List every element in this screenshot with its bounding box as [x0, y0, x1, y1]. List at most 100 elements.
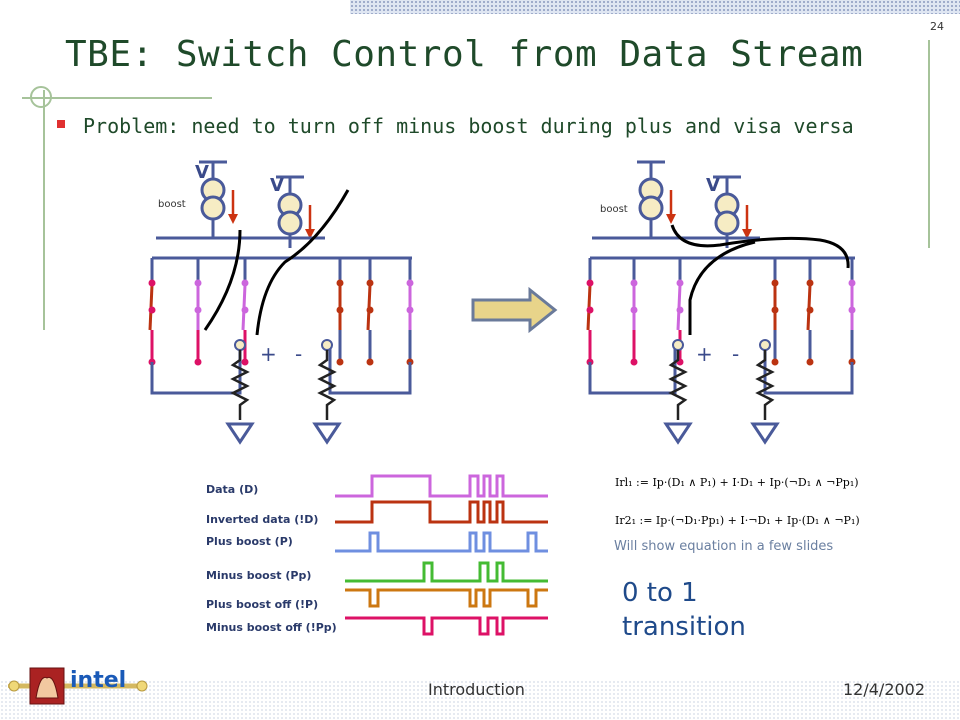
switch-node [366, 306, 374, 314]
switch-node [148, 279, 156, 287]
switch-node [336, 279, 344, 287]
switch-node [630, 279, 638, 287]
switch-node [366, 279, 374, 287]
waveforms [335, 474, 548, 636]
ground-icon [225, 422, 255, 445]
current-path [688, 240, 756, 335]
waveform-1 [335, 500, 548, 524]
switch-node [406, 279, 414, 287]
switch-node [771, 358, 779, 366]
decor-horizontal-line [22, 97, 212, 99]
circuit-right [586, 160, 856, 445]
current-arrow-head [228, 214, 238, 224]
signal-label-plus-boost: Plus boost (P) [206, 535, 293, 548]
plus-label-right: + [696, 342, 713, 366]
loop-wire-left [588, 345, 677, 395]
switch-node [806, 306, 814, 314]
switch-node [848, 306, 856, 314]
resistor-zigzag [230, 350, 250, 420]
signal-label-plus-boost-off: Plus boost off (!P) [206, 598, 319, 611]
current-arrow-head [742, 229, 752, 239]
resistor-node [234, 339, 246, 351]
switch-node [771, 279, 779, 287]
signal-label-minus-boost-off: Minus boost off (!Pp) [206, 621, 337, 634]
minus-label-left: - [295, 342, 303, 366]
switch-node [586, 279, 594, 287]
switch-node [406, 306, 414, 314]
current-path [255, 189, 350, 336]
switch-node [676, 306, 684, 314]
v-label-left-1: V [195, 162, 209, 183]
decor-circle [30, 86, 52, 108]
boost-label-left: boost [158, 199, 186, 210]
right-arrow-icon [471, 286, 558, 334]
waveform-5 [345, 616, 548, 636]
intel-logo: intel [8, 664, 148, 712]
plus-label-left: + [260, 342, 277, 366]
transition-text: 0 to 1 transition [622, 578, 746, 642]
ground-icon [750, 422, 780, 445]
resistor-node [672, 339, 684, 351]
header-pattern [350, 0, 960, 14]
switch-node [806, 358, 814, 366]
current-source-circle [277, 210, 303, 236]
signal-label-inverted-data: Inverted data (!D) [206, 513, 319, 526]
waveform-0 [335, 474, 548, 498]
boost-label-right: boost [600, 204, 628, 215]
switch-node [194, 306, 202, 314]
current-path [670, 224, 850, 269]
circuit-left [148, 160, 414, 445]
current-source-circle [200, 195, 226, 221]
bullet-marker [57, 120, 65, 128]
switch-node [586, 306, 594, 314]
bullet-text: Problem: need to turn off minus boost du… [83, 114, 854, 138]
v-label-right: V [706, 175, 720, 196]
resistor-node [321, 339, 333, 351]
signal-label-data: Data (D) [206, 483, 259, 496]
waveform-3 [345, 561, 548, 583]
switch-node [194, 358, 202, 366]
current-source-circle [714, 210, 740, 236]
decor-right-line [928, 40, 930, 248]
switch-node [241, 358, 249, 366]
resistor-zigzag [755, 350, 775, 420]
switch-node [771, 306, 779, 314]
equation-1: Irl₁ := Ip·(D₁ ∧ P₁) + I·D₁ + Ip·(¬D₁ ∧ … [615, 476, 859, 489]
page-number: 24 [930, 20, 944, 33]
switch-node [676, 279, 684, 287]
switch-node [630, 358, 638, 366]
switch-node [241, 306, 249, 314]
resistor-zigzag [317, 350, 337, 420]
current-path [203, 229, 242, 331]
switch-node [241, 279, 249, 287]
slide-title: TBE: Switch Control from Data Stream [65, 34, 864, 75]
equation-2: Ir2₁ := Ip·(¬D₁·Pp₁) + I·¬D₁ + Ip·(D₁ ∧ … [615, 514, 860, 527]
switch-node [806, 279, 814, 287]
intel-logo-text: intel [70, 668, 127, 693]
signal-label-minus-boost: Minus boost (Pp) [206, 569, 312, 582]
footer-date: 12/4/2002 [843, 680, 926, 699]
decor-vertical-line [43, 90, 45, 330]
footer-pattern [0, 680, 960, 720]
footer-section: Introduction [428, 680, 525, 699]
current-arrow-head [305, 229, 315, 239]
switch-node [148, 306, 156, 314]
ground-icon [312, 422, 342, 445]
switch-node [848, 279, 856, 287]
switch-node [366, 358, 374, 366]
loop-wire-left [150, 345, 242, 395]
switch-node [630, 306, 638, 314]
ground-icon [663, 422, 693, 445]
current-source-circle [638, 195, 664, 221]
waveform-4 [345, 588, 548, 608]
current-arrow-head [666, 214, 676, 224]
resistor-node [759, 339, 771, 351]
waveform-2 [335, 531, 548, 553]
switch-node [336, 358, 344, 366]
v-label-left-2: V [270, 175, 284, 196]
minus-label-right: - [732, 342, 740, 366]
resistor-zigzag [668, 350, 688, 420]
switch-node [336, 306, 344, 314]
equation-note: Will show equation in a few slides [614, 539, 834, 554]
